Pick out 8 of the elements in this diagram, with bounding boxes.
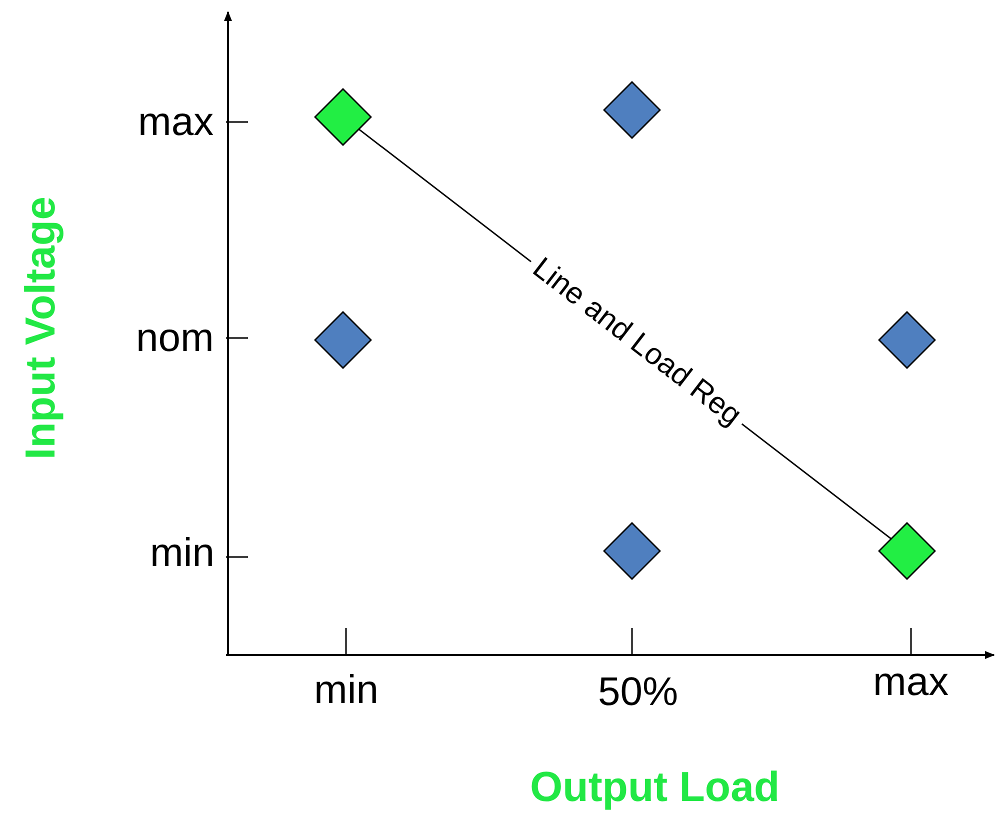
axis-title: Output Load [530,766,780,808]
axis-tick-label: max [873,662,949,702]
axis-tick-label: min [314,670,378,710]
axis-tick-label: max [138,102,214,142]
axis-tick-label: min [150,533,214,573]
axis-title: Input Voltage [18,196,61,460]
axis-tick-label: nom [136,318,214,358]
axis-tick-label: 50% [598,672,678,712]
